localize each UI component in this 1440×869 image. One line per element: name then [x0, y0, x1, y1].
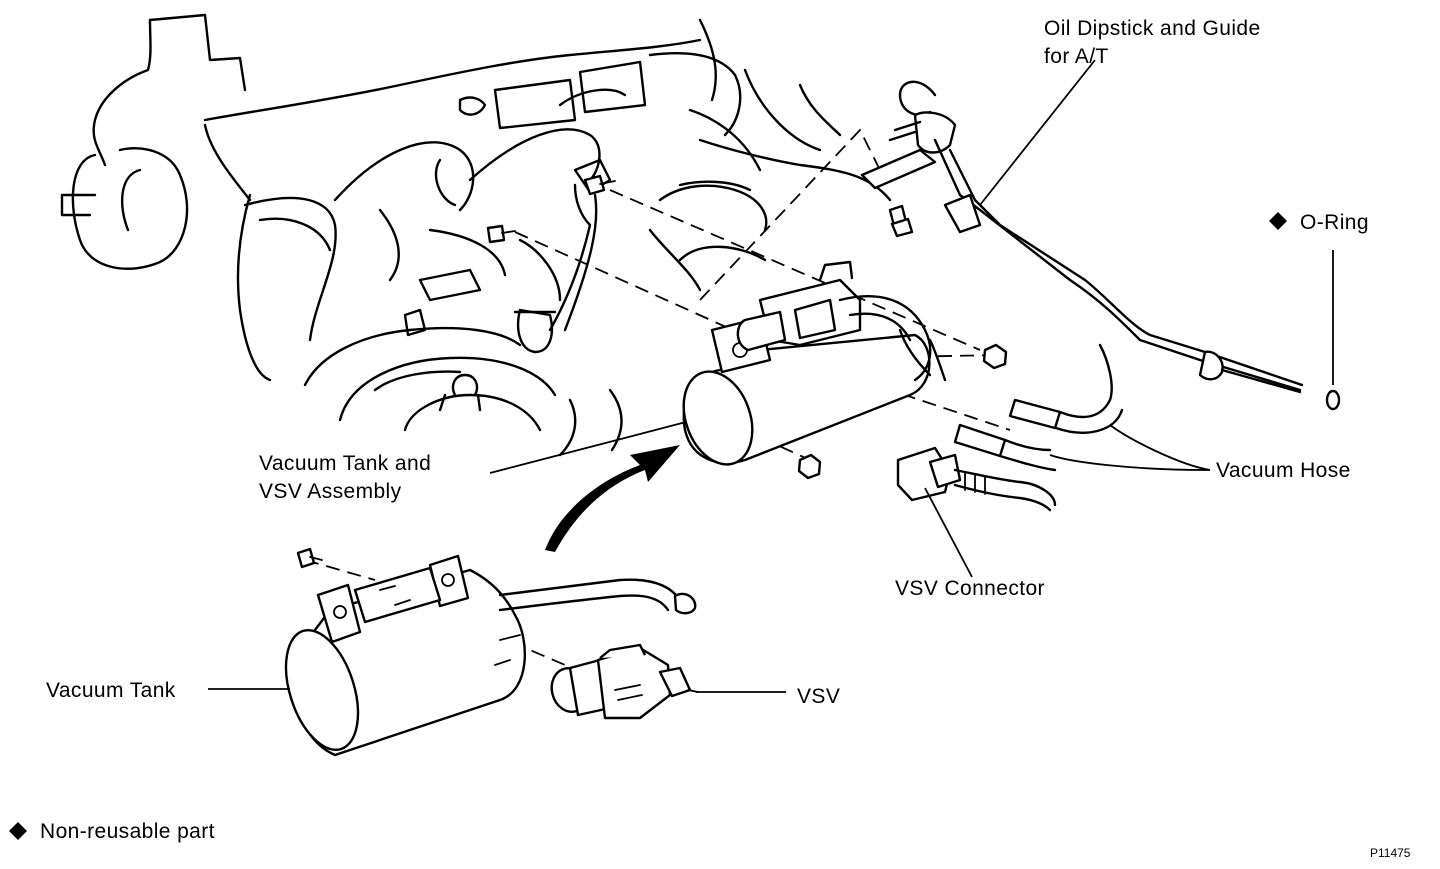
tank-bolt-exploded — [296, 547, 323, 569]
o-ring-label: O-Ring — [1300, 211, 1369, 234]
vacuum-tank-vsv-label-line2: VSV Assembly — [259, 480, 402, 503]
vsv-exploded — [550, 643, 699, 720]
vacuum-tank-label: Vacuum Tank — [46, 679, 176, 702]
leader-lines — [208, 59, 1211, 693]
assembly-nut-lower — [797, 453, 822, 480]
oil-dipstick-label-line2: for A/T — [1044, 45, 1109, 68]
vsv-connector-label: VSV Connector — [895, 577, 1045, 600]
oil-dipstick-label-line1: Oil Dipstick and Guide — [1044, 17, 1261, 40]
assembly-nut-upper — [982, 343, 1008, 370]
o-ring-part — [1325, 250, 1341, 411]
vsv-connector-part — [896, 446, 1057, 512]
vacuum-hose-parts — [953, 343, 1124, 472]
install-arrow-icon — [545, 445, 680, 552]
oil-dipstick-guide — [860, 80, 1304, 394]
dipstick-bolt — [888, 204, 914, 238]
diamond-icon — [9, 822, 27, 840]
manifold-bolt — [583, 174, 616, 196]
figure-id: P11475 — [1370, 846, 1411, 860]
manifold-stud — [486, 224, 516, 244]
vacuum-hose-label: Vacuum Hose — [1216, 459, 1351, 482]
diamond-icon — [1269, 212, 1287, 230]
legend-non-reusable: Non-reusable part — [40, 820, 215, 843]
vacuum-tank-vsv-assembly — [682, 260, 947, 466]
vsv-label: VSV — [797, 685, 840, 708]
vacuum-tank-exploded — [284, 554, 697, 757]
vacuum-tank-vsv-label-line1: Vacuum Tank and — [259, 452, 431, 475]
engine-manifold-drawing — [60, 13, 892, 457]
